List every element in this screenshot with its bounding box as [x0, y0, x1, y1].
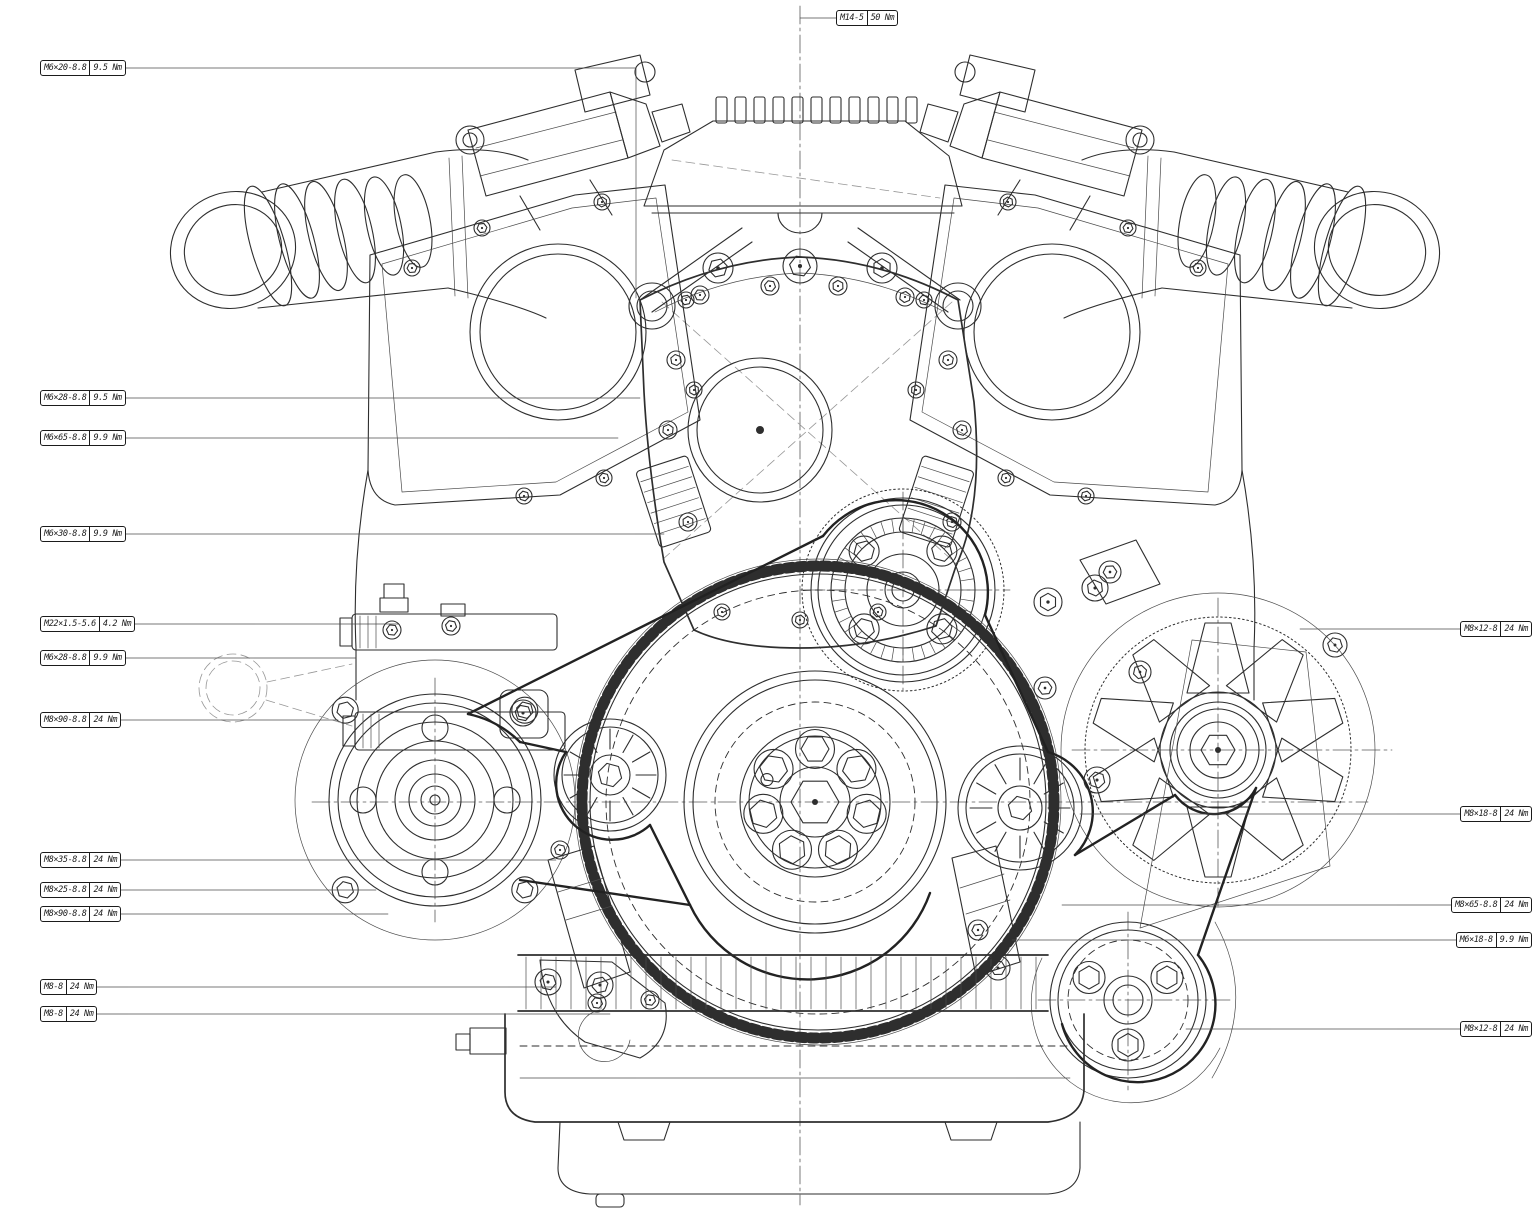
oil-pan-and-crankcase — [456, 955, 1084, 1207]
bolt-spec: M8×12-8 — [1461, 1022, 1501, 1036]
torque-value: 24 Nm — [1501, 1022, 1531, 1036]
torque-callout: M8×12-824 Nm — [1460, 1021, 1532, 1037]
bolt-spec: M8×35-8.8 — [41, 853, 90, 867]
torque-callout: M8×12-824 Nm — [1460, 621, 1532, 637]
torque-callout: M8-824 Nm — [40, 1006, 97, 1022]
oil-filter-assembly — [456, 55, 690, 230]
bolt-spec: M8×12-8 — [1461, 622, 1501, 636]
torque-value: 24 Nm — [90, 907, 120, 921]
torque-value: 24 Nm — [90, 853, 120, 867]
torque-value: 24 Nm — [1501, 622, 1531, 636]
torque-value: 9.9 Nm — [1497, 933, 1531, 947]
torque-value: 9.9 Nm — [90, 651, 124, 665]
bolt-spec: M8×18-8 — [1461, 807, 1501, 821]
torque-callout: M8×65-8.824 Nm — [1451, 897, 1532, 913]
torque-value: 9.5 Nm — [90, 391, 124, 405]
bolt-spec: M22×1.5-5.6 — [41, 617, 100, 631]
torque-value: 9.5 Nm — [90, 61, 124, 75]
bolt-spec: M8×25-8.8 — [41, 883, 90, 897]
torque-callout: M6×28-8.89.5 Nm — [40, 390, 126, 406]
torque-value: 24 Nm — [1501, 898, 1531, 912]
torque-value: 24 Nm — [67, 980, 97, 994]
torque-callout: M6×20-8.89.5 Nm — [40, 60, 126, 76]
water-pump-pulley-lower — [1031, 922, 1236, 1103]
idler-pulley — [554, 719, 666, 831]
torque-callout: M22×1.5-5.64.2 Nm — [40, 616, 135, 632]
torque-callout: M8-824 Nm — [40, 979, 97, 995]
torque-value: 24 Nm — [90, 883, 120, 897]
right-cylinder-bank — [898, 55, 1454, 700]
fasteners — [383, 249, 1347, 1012]
torque-callout: M6×65-8.89.9 Nm — [40, 430, 126, 446]
callout-leader-lines — [97, 18, 1460, 1029]
bolt-spec: M6×20-8.8 — [41, 61, 90, 75]
bolt-spec: M8×90-8.8 — [41, 713, 90, 727]
torque-value: 9.9 Nm — [90, 527, 124, 541]
torque-value: 4.2 Nm — [100, 617, 134, 631]
bank-side-outline — [355, 470, 368, 700]
torque-callout: M14-550 Nm — [836, 10, 898, 26]
torque-callout: M6×28-8.89.9 Nm — [40, 650, 126, 666]
torque-callout: M8×35-8.824 Nm — [40, 852, 121, 868]
torque-value: 24 Nm — [90, 713, 120, 727]
bolt-spec: M6×18-8 — [1457, 933, 1497, 947]
engine-mount-struts — [540, 846, 1020, 1062]
bolt-spec: M14-5 — [837, 11, 868, 25]
bolt-spec: M6×30-8.8 — [41, 527, 90, 541]
valve-cover — [368, 185, 700, 505]
centerlines — [312, 6, 1392, 1205]
bolt-spec: M6×65-8.8 — [41, 431, 90, 445]
torque-callout: M8×18-824 Nm — [1460, 806, 1532, 822]
left-cylinder-bank — [155, 55, 711, 700]
torque-value: 9.9 Nm — [90, 431, 124, 445]
torque-callout: M6×30-8.89.9 Nm — [40, 526, 126, 542]
torque-callout: M6×18-89.9 Nm — [1456, 932, 1532, 948]
torque-value: 24 Nm — [1501, 807, 1531, 821]
torque-callout: M8×90-8.824 Nm — [40, 906, 121, 922]
torque-value: 24 Nm — [67, 1007, 97, 1021]
torque-callout: M8×25-8.824 Nm — [40, 882, 121, 898]
bolt-spec: M6×28-8.8 — [41, 391, 90, 405]
bolt-spec: M6×28-8.8 — [41, 651, 90, 665]
torque-value: 50 Nm — [868, 11, 898, 25]
bolt-spec: M8×65-8.8 — [1452, 898, 1501, 912]
bolt-spec: M8-8 — [41, 1007, 67, 1021]
bolt-spec: M8×90-8.8 — [41, 907, 90, 921]
torque-callout: M8×90-8.824 Nm — [40, 712, 121, 728]
bolt-spec: M8-8 — [41, 980, 67, 994]
